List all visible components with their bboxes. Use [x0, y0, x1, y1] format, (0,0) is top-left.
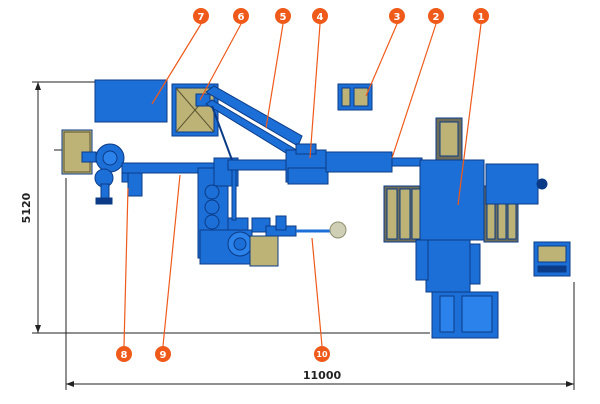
- width-arrow-left: [66, 381, 74, 387]
- unit-5-boom-upper: [205, 85, 303, 147]
- unit-2-cylinder: [325, 151, 393, 173]
- callout-8-label: 8: [121, 350, 128, 361]
- callout-3-label: 3: [394, 12, 401, 23]
- unit-10-disk: [329, 221, 347, 239]
- callout-5: 5: [275, 8, 291, 24]
- unit-7-box: [94, 79, 168, 123]
- callout-1-label: 1: [478, 12, 485, 23]
- height-arrow-bottom: [35, 325, 41, 333]
- width-dimension-label: 11000: [303, 369, 342, 382]
- callout-2-label: 2: [433, 12, 440, 23]
- unit-8-wheel-assembly: [81, 143, 143, 205]
- callout-4: 4: [312, 8, 328, 24]
- center-khaki-panel: [249, 235, 279, 267]
- center-drive-column: [197, 157, 279, 267]
- callout-8: 8: [116, 346, 132, 362]
- callout-2: 2: [428, 8, 444, 24]
- callout-4-label: 4: [317, 12, 324, 23]
- dimension-lines: [32, 81, 575, 390]
- height-arrow-top: [35, 82, 41, 90]
- machine-components: [61, 79, 571, 339]
- unit-1-main-tower: [383, 117, 548, 339]
- unit-6-box: [171, 83, 219, 137]
- callout-7: 7: [193, 8, 209, 24]
- callout-5-label: 5: [280, 12, 287, 23]
- unit-4-carriage: [285, 143, 329, 185]
- unit-3-box: [337, 83, 373, 111]
- callout-leaders: [123, 23, 482, 347]
- callout-10: 10: [314, 346, 330, 362]
- right-control-box: [533, 241, 571, 277]
- height-dimension-label: 5120: [20, 192, 33, 223]
- callout-9-label: 9: [160, 350, 167, 361]
- callout-1: 1: [473, 8, 489, 24]
- callout-markers: 1 2 3 4 5 6 7 8: [116, 8, 489, 362]
- width-arrow-right: [566, 381, 574, 387]
- callout-3: 3: [389, 8, 405, 24]
- callout-10-label: 10: [316, 350, 328, 359]
- callout-7-label: 7: [198, 12, 205, 23]
- callout-6-label: 6: [238, 12, 245, 23]
- callout-9: 9: [155, 346, 171, 362]
- callout-6: 6: [233, 8, 249, 24]
- unit-10-arm: [265, 215, 347, 239]
